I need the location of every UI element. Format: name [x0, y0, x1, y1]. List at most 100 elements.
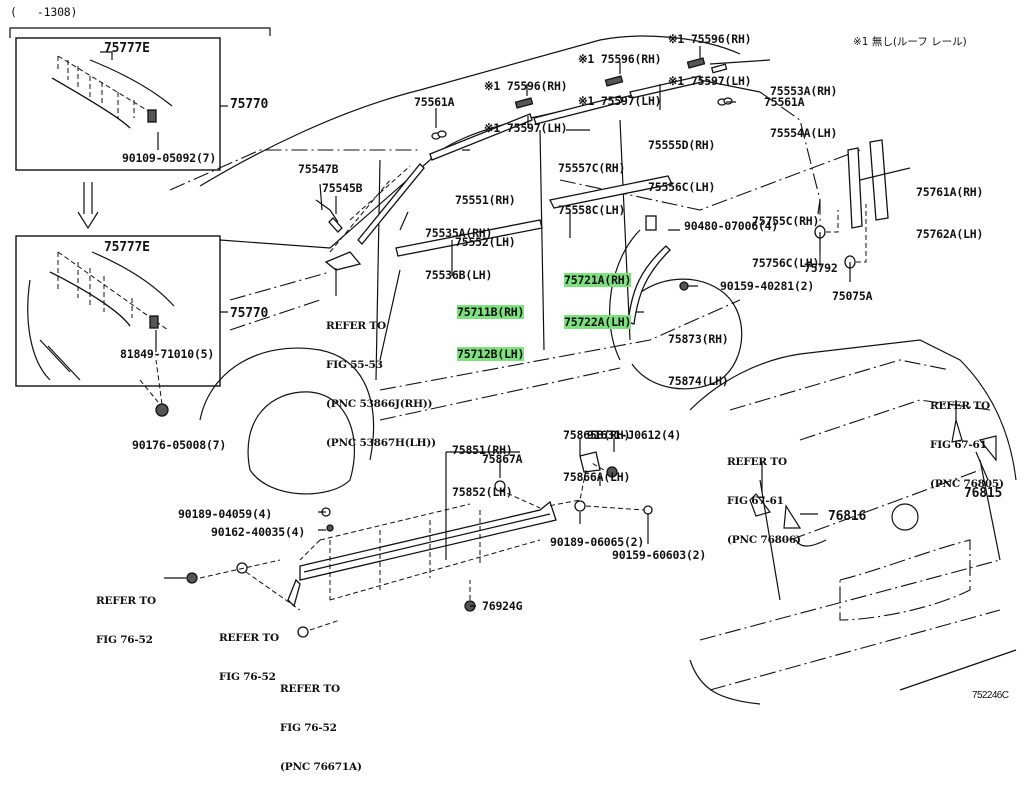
- refer-pnc-rh: (PNC 53866J(RH)): [326, 398, 433, 410]
- part-91631-J0612[interactable]: 91631-J0612(4): [587, 428, 682, 442]
- part-75711B-rh: 75711B(RH): [457, 305, 525, 319]
- part-75557C-rh: 75557C(RH): [558, 161, 626, 175]
- refer-to-text: REFER TO: [96, 595, 156, 607]
- part-75852-lh: 75852(LH): [452, 485, 513, 499]
- part-75553A-rh: 75553A(RH): [770, 84, 838, 98]
- refer-fig-67-61-76806[interactable]: REFER TO FIG 67-61 (PNC 76806): [727, 430, 801, 560]
- part-75866A-lh: 75866A(LH): [563, 470, 631, 484]
- part-75545B[interactable]: 75545B: [322, 181, 363, 195]
- part-75561A-left[interactable]: 75561A: [414, 95, 455, 109]
- part-75553A-75554A[interactable]: 75553A(RH) 75554A(LH): [770, 56, 837, 154]
- refer-pnc: (PNC 76671A): [280, 761, 362, 773]
- roof-spoiler-part-bottom: [27, 251, 228, 403]
- part-75851-75852[interactable]: 75851(RH) 75852(LH): [452, 415, 513, 513]
- part-75555D-rh: 75555D(RH): [648, 138, 716, 152]
- part-75596-rh: ※1 75596(RH): [668, 32, 752, 46]
- part-75712B-lh: 75712B(LH): [457, 347, 525, 361]
- refer-fig-76-52-b[interactable]: REFER TO FIG 76-52: [219, 606, 279, 697]
- date-range-bracket: [9, 27, 271, 38]
- part-75555D-75556C[interactable]: 75555D(RH) 75556C(LH): [648, 110, 715, 208]
- figure-code: 752246C: [972, 690, 1009, 701]
- part-90480-07006[interactable]: 90480-07006(4): [684, 219, 779, 233]
- refer-pnc: (PNC 76805): [930, 478, 1004, 490]
- part-76815[interactable]: 76815: [964, 486, 1003, 501]
- part-90159-60603[interactable]: 90159-60603(2): [612, 548, 707, 562]
- vehicle-front-outline: [169, 35, 861, 495]
- refer-fig-76-52-a[interactable]: REFER TO FIG 76-52: [96, 569, 156, 660]
- part-75792[interactable]: 75792: [804, 261, 838, 275]
- part-75558C-lh: 75558C(LH): [558, 203, 626, 217]
- part-75755C-75756C[interactable]: 75755C(RH) 75756C(LH): [752, 186, 819, 284]
- footnote-no-roof-rail: ※1 無し(ルーフ レール): [853, 36, 967, 48]
- part-75075A[interactable]: 75075A: [832, 289, 873, 303]
- part-75865B-rh: 75865B(RH): [563, 428, 631, 442]
- part-75777E-bottom[interactable]: 75777E: [104, 240, 150, 255]
- pillar-moldings: [315, 139, 889, 325]
- part-75596-75597-a[interactable]: ※1 75596(RH) ※1 75597(LH): [484, 51, 568, 149]
- part-90189-04059[interactable]: 90189-04059(4): [178, 507, 273, 521]
- part-75557C-75558C[interactable]: 75557C(RH) 75558C(LH): [558, 133, 625, 231]
- part-75535A-75536B[interactable]: 75535A(RH) 75536B(LH): [425, 198, 492, 296]
- part-75535A-rh: 75535A(RH): [425, 226, 493, 240]
- refer-to-text: REFER TO: [727, 456, 787, 468]
- refer-pnc-lh: (PNC 53867H(LH)): [326, 437, 436, 449]
- part-75596-rh: ※1 75596(RH): [484, 79, 568, 93]
- part-76816[interactable]: 76816: [828, 509, 867, 524]
- refer-pnc: (PNC 76806): [727, 534, 801, 546]
- part-90176-05008[interactable]: 90176-05008(7): [132, 438, 227, 452]
- refer-to-text: REFER TO: [326, 320, 386, 332]
- part-75561A-right[interactable]: 75561A: [764, 95, 805, 109]
- part-75777E-top[interactable]: 75777E: [104, 41, 150, 56]
- part-75865B-75866A[interactable]: 75865B(RH) 75866A(LH): [563, 400, 630, 498]
- part-75761A-rh: 75761A(RH): [916, 185, 984, 199]
- part-75596-75597-c[interactable]: ※1 75596(RH) ※1 75597(LH): [668, 4, 752, 102]
- refer-fig-55-53[interactable]: REFER TO FIG 55-53 (PNC 53866J(RH)) (PNC…: [326, 294, 436, 463]
- refer-fig-number: FIG 76-52: [219, 671, 276, 683]
- part-75597-lh: ※1 75597(LH): [484, 121, 568, 135]
- part-75721A-75722A[interactable]: 75721A(RH) 75722A(LH): [564, 245, 631, 343]
- leader-lines: [318, 59, 989, 607]
- part-90109-05092[interactable]: 90109-05092(7): [122, 151, 217, 165]
- part-75873-rh: 75873(RH): [668, 332, 729, 346]
- part-75556C-lh: 75556C(LH): [648, 180, 716, 194]
- refer-to-text: REFER TO: [280, 683, 340, 695]
- part-90162-40035[interactable]: 90162-40035(4): [211, 525, 306, 539]
- roof-trim-parts: [429, 46, 733, 161]
- part-75552-lh: 75552(LH): [455, 235, 516, 249]
- refer-fig-67-61-76805[interactable]: REFER TO FIG 67-61 (PNC 76805): [930, 374, 1004, 504]
- part-75721A-rh: 75721A(RH): [564, 273, 632, 287]
- parts-diagram-artwork: [9, 27, 1017, 705]
- part-75597-lh: ※1 75597(LH): [578, 94, 662, 108]
- refer-fig-number: FIG 67-61: [930, 439, 987, 451]
- part-75867A[interactable]: 75867A: [482, 452, 523, 466]
- part-75770-bottom[interactable]: 75770: [230, 306, 269, 321]
- part-76924G[interactable]: 76924G: [482, 599, 523, 613]
- part-75554A-lh: 75554A(LH): [770, 126, 838, 140]
- part-75770-top[interactable]: 75770: [230, 97, 269, 112]
- part-75547B[interactable]: 75547B: [298, 162, 339, 176]
- refer-fig-number: FIG 67-61: [727, 495, 784, 507]
- inset-box-bottom: [15, 235, 221, 387]
- part-75536B-lh: 75536B(LH): [425, 268, 493, 282]
- part-75874-lh: 75874(LH): [668, 374, 729, 388]
- part-75551-75552[interactable]: 75551(RH) 75552(LH): [455, 165, 516, 263]
- date-range-label: ( -1308): [10, 5, 78, 19]
- arrow-down-icon: [77, 182, 99, 230]
- part-75762A-lh: 75762A(LH): [916, 227, 984, 241]
- part-75755C-rh: 75755C(RH): [752, 214, 820, 228]
- part-75551-rh: 75551(RH): [455, 193, 516, 207]
- part-75873-75874[interactable]: 75873(RH) 75874(LH): [668, 304, 729, 402]
- part-81849-71010[interactable]: 81849-71010(5): [120, 347, 215, 361]
- part-75761A-75762A[interactable]: 75761A(RH) 75762A(LH): [916, 157, 983, 255]
- part-75596-75597-b[interactable]: ※1 75596(RH) ※1 75597(LH): [578, 24, 662, 122]
- refer-to-text: REFER TO: [930, 400, 990, 412]
- refer-to-text: REFER TO: [219, 632, 279, 644]
- part-90159-40281[interactable]: 90159-40281(2): [720, 279, 815, 293]
- refer-fig-76-52-c[interactable]: REFER TO FIG 76-52 (PNC 76671A): [280, 657, 362, 787]
- part-75597-lh: ※1 75597(LH): [668, 74, 752, 88]
- part-90189-06065[interactable]: 90189-06065(2): [550, 535, 645, 549]
- part-75711B-75712B[interactable]: 75711B(RH) 75712B(LH): [457, 277, 524, 375]
- part-75756C-lh: 75756C(LH): [752, 256, 820, 270]
- vehicle-rear-outline: [689, 339, 1017, 705]
- part-75722A-lh: 75722A(LH): [564, 315, 632, 329]
